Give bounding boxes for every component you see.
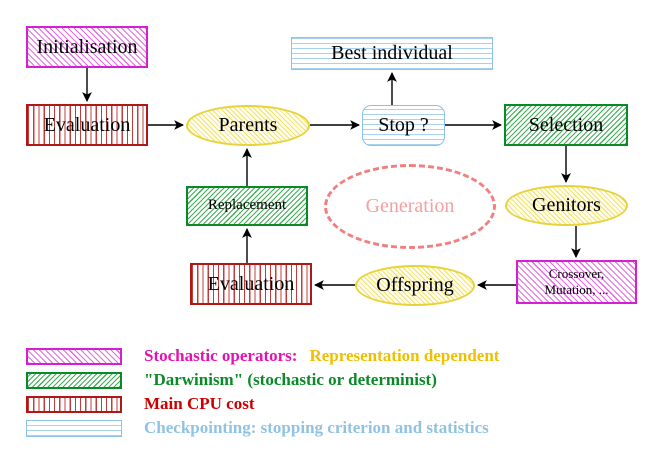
node-generation: Generation: [324, 164, 496, 249]
node-parents[interactable]: Parents: [186, 105, 310, 146]
legend-row-darwinism: "Darwinism" (stochastic or determinist): [26, 368, 636, 392]
legend-row-stochastic-operators: Stochastic operators: Representation depe…: [26, 344, 636, 368]
node-crossover-mutation[interactable]: Crossover, Mutation, ...: [516, 260, 637, 304]
node-genitors[interactable]: Genitors: [505, 185, 628, 226]
node-selection-label: Selection: [528, 113, 604, 136]
node-replacement-label: Replacement: [207, 197, 287, 214]
node-evaluation-top[interactable]: Evaluation: [26, 104, 148, 146]
node-best-individual-label: Best individual: [331, 42, 453, 65]
legend-label-main-cpu-cost: Main CPU cost: [144, 394, 254, 414]
legend-label-darwinism: "Darwinism" (stochastic or determinist): [144, 370, 437, 390]
legend-text-checkpointing: Checkpointing: stopping criterion and st…: [144, 418, 489, 437]
legend-text-darwinism: "Darwinism" (stochastic or determinist): [144, 370, 437, 389]
legend-swatch-blue-horizontal: [26, 419, 122, 437]
legend-text-representation-dependent: Representation dependent: [309, 346, 500, 365]
node-genitors-label: Genitors: [532, 194, 601, 217]
legend: Stochastic operators: Representation depe…: [26, 344, 636, 440]
node-replacement[interactable]: Replacement: [186, 186, 308, 226]
node-best-individual[interactable]: Best individual: [291, 37, 493, 70]
legend-label-checkpointing: Checkpointing: stopping criterion and st…: [144, 418, 489, 438]
node-evaluation-top-label: Evaluation: [43, 113, 131, 136]
legend-label-stochastic-operators: Stochastic operators: Representation depe…: [144, 346, 499, 366]
node-initialisation[interactable]: Initialisation: [26, 26, 148, 68]
legend-row-checkpointing: Checkpointing: stopping criterion and st…: [26, 416, 636, 440]
legend-swatch-green-hatch: [26, 371, 122, 389]
node-selection[interactable]: Selection: [504, 104, 628, 146]
node-generation-label: Generation: [365, 195, 455, 218]
node-offspring[interactable]: Offspring: [355, 265, 475, 306]
legend-text-main-cpu-cost: Main CPU cost: [144, 394, 255, 413]
legend-text-stochastic-operators: Stochastic operators:: [144, 346, 298, 365]
node-evaluation-bottom-label: Evaluation: [207, 272, 295, 295]
node-offspring-label: Offspring: [376, 274, 454, 297]
node-crossover-mutation-line2: Mutation, ...: [544, 282, 609, 297]
node-initialisation-label: Initialisation: [36, 35, 138, 58]
node-parents-label: Parents: [218, 114, 278, 137]
legend-swatch-red-vertical: [26, 395, 122, 413]
node-crossover-mutation-label: Crossover, Mutation, ...: [545, 266, 609, 299]
legend-swatch-magenta-hatch: [26, 347, 122, 365]
node-evaluation-bottom[interactable]: Evaluation: [190, 263, 312, 305]
node-stop-label: Stop ?: [378, 114, 429, 137]
node-crossover-mutation-line1: Crossover,: [548, 265, 605, 281]
node-stop[interactable]: Stop ?: [362, 105, 445, 146]
legend-row-main-cpu-cost: Main CPU cost: [26, 392, 636, 416]
